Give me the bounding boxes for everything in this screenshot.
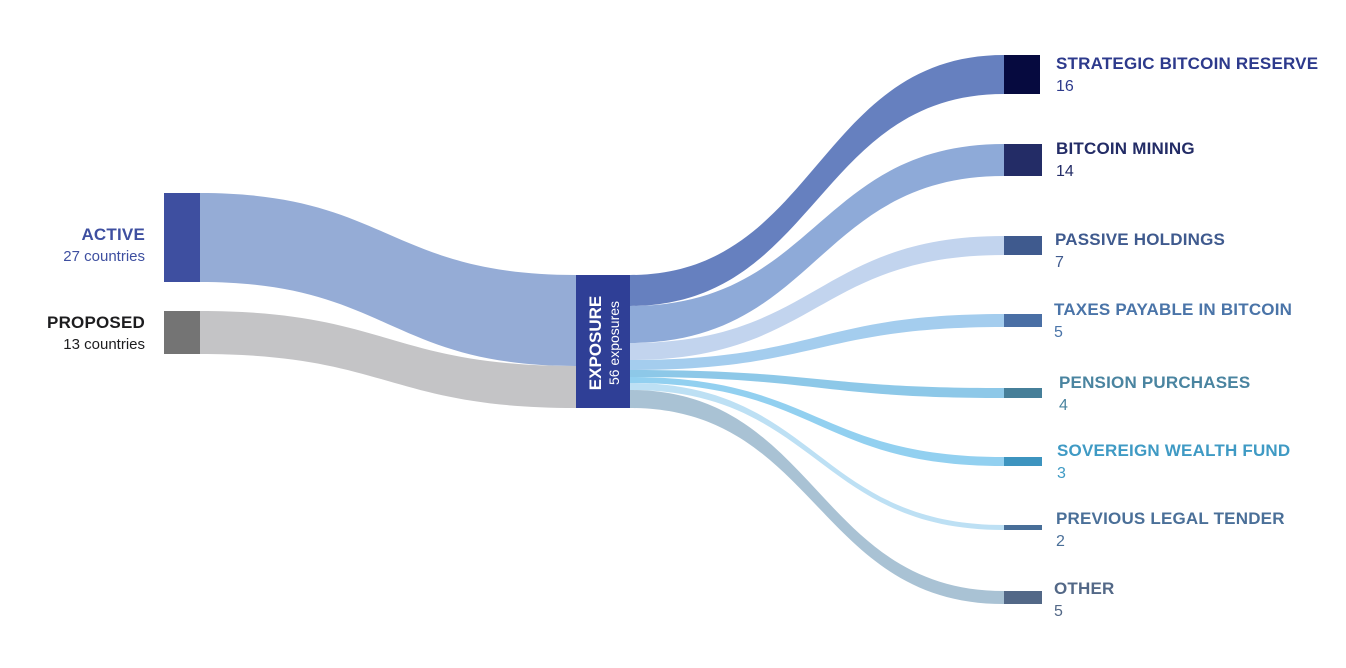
target-value: 3 [1057, 465, 1066, 482]
target-name: SOVEREIGN WEALTH FUND [1057, 441, 1291, 460]
source-label-active: ACTIVE 27 countries [63, 226, 145, 264]
target-value: 5 [1054, 603, 1063, 620]
target-name: STRATEGIC BITCOIN RESERVE [1056, 54, 1319, 73]
target-name: TAXES PAYABLE IN BITCOIN [1054, 300, 1293, 319]
node-bar-proposed [164, 311, 200, 354]
target-value: 14 [1056, 163, 1074, 180]
target-label: PASSIVE HOLDINGS 7 [1055, 231, 1225, 271]
target-label: STRATEGIC BITCOIN RESERVE 16 [1056, 55, 1318, 95]
source-count-proposed: 13 countries [63, 336, 145, 353]
node-bar-target [1004, 457, 1042, 466]
target-label: OTHER 5 [1054, 580, 1115, 620]
node-bar-target [1004, 591, 1042, 604]
flow-proposed [200, 311, 576, 408]
flow-exposure-to-target [630, 383, 1004, 530]
flow-active [200, 193, 576, 366]
node-bar-target [1004, 144, 1042, 176]
node-bar-target [1004, 525, 1042, 530]
target-name: PREVIOUS LEGAL TENDER [1056, 509, 1285, 528]
target-name: PENSION PURCHASES [1059, 373, 1251, 392]
target-label: PREVIOUS LEGAL TENDER 2 [1056, 510, 1285, 550]
node-bar-target [1004, 55, 1040, 94]
target-value: 2 [1056, 533, 1065, 550]
flow-exposure-to-target [630, 55, 1004, 306]
target-label: PENSION PURCHASES 4 [1059, 374, 1250, 414]
exposure-node-label: EXPOSURE [586, 296, 605, 390]
node-bar-exposure [576, 275, 630, 408]
flow-exposure-to-target [630, 377, 1004, 466]
node-bar-target [1004, 388, 1042, 398]
flow-exposure-to-target [630, 236, 1004, 360]
target-value: 4 [1059, 397, 1068, 414]
target-value: 5 [1054, 324, 1063, 341]
flow-exposure-to-target [630, 314, 1004, 370]
target-label: SOVEREIGN WEALTH FUND 3 [1057, 442, 1290, 482]
target-name: OTHER [1054, 579, 1115, 598]
source-name-active: ACTIVE [81, 225, 145, 244]
flow-links [200, 55, 1004, 604]
flow-exposure-to-target [630, 390, 1004, 604]
node-bar-target [1004, 314, 1042, 327]
target-label: BITCOIN MINING 14 [1056, 140, 1195, 180]
source-label-proposed: PROPOSED 13 countries [47, 314, 145, 352]
source-name-proposed: PROPOSED [47, 313, 145, 332]
node-bars [164, 55, 1042, 604]
flow-exposure-to-target [630, 144, 1004, 343]
target-value: 7 [1055, 254, 1064, 271]
target-name: PASSIVE HOLDINGS [1055, 230, 1226, 249]
target-value: 16 [1056, 78, 1074, 95]
node-bar-active [164, 193, 200, 282]
source-count-active: 27 countries [63, 248, 145, 265]
target-name: BITCOIN MINING [1056, 139, 1195, 158]
exposure-node-sublabel: 56 exposures [606, 301, 622, 385]
exposure-node-text: EXPOSURE 56 exposures [586, 296, 622, 390]
target-label: TAXES PAYABLE IN BITCOIN 5 [1054, 301, 1292, 341]
node-bar-target [1004, 236, 1042, 255]
flow-exposure-to-target [630, 370, 1004, 398]
